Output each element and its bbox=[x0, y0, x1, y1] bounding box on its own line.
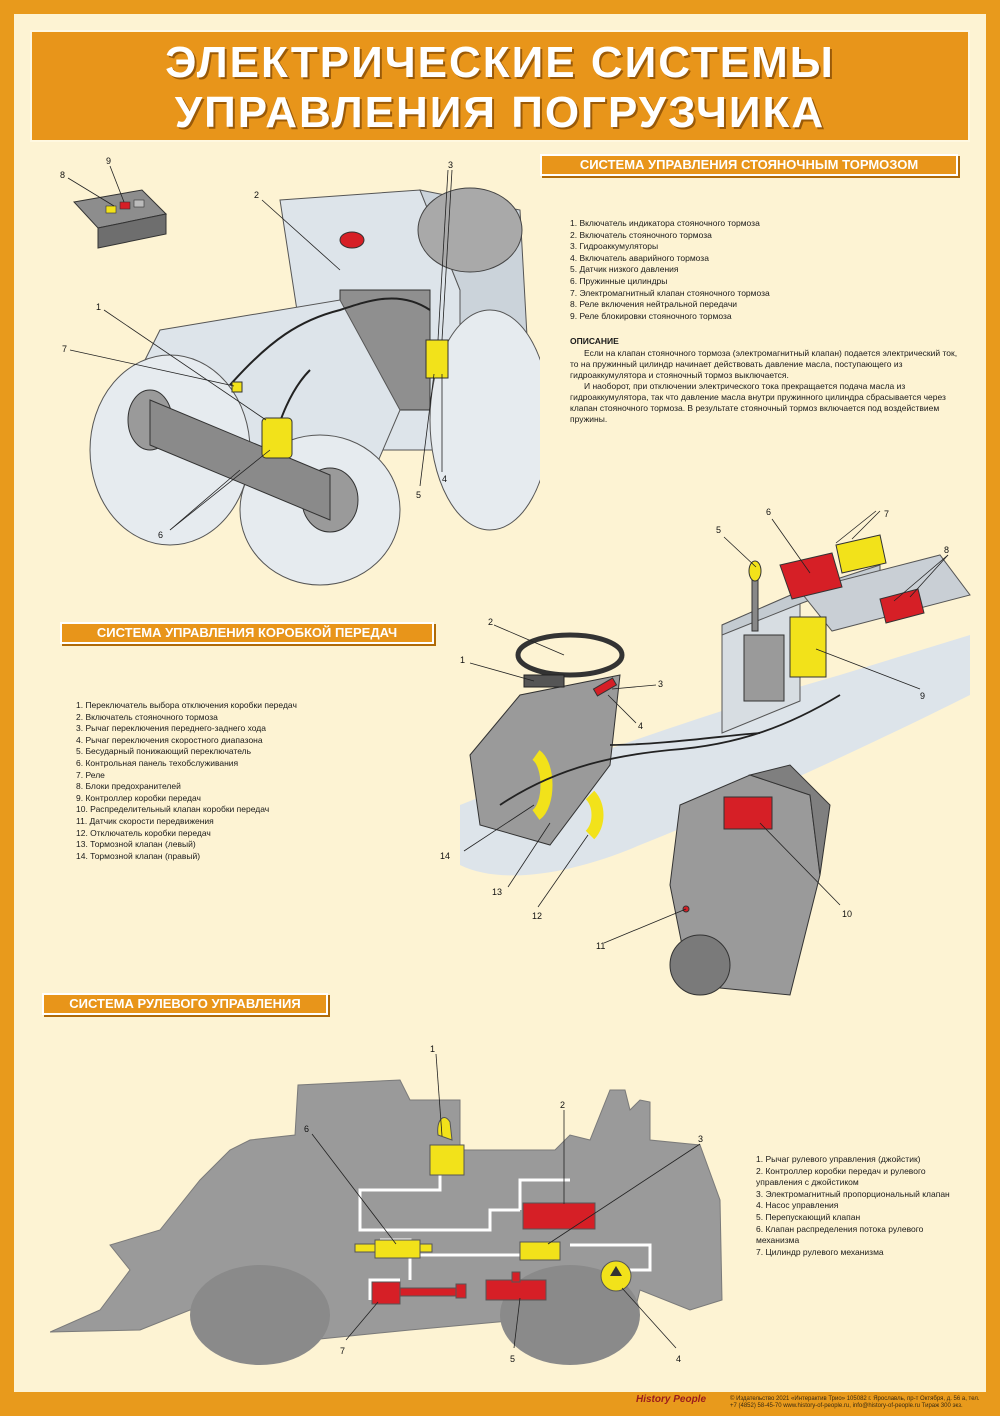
title-line-1: ЭЛЕКТРИЧЕСКИЕ СИСТЕМЫ bbox=[165, 38, 835, 87]
legend-item: 5. Бесударный понижающий переключатель bbox=[76, 746, 252, 757]
transmission-diagram: 1 2 3 4 5 6 7 8 9 10 11 12 13 14 bbox=[440, 507, 971, 996]
callout-9: 9 bbox=[920, 691, 925, 701]
steering-legend: 1. Рычаг рулевого управления (джойстик) … bbox=[756, 1154, 966, 1258]
parking-brake-diagram: 8 9 2 3 1 7 5 4 6 bbox=[60, 156, 540, 586]
description-paragraph: Если на клапан стояночного тормоза (элек… bbox=[570, 348, 958, 380]
legend-item: 6. Пружинные цилиндры bbox=[570, 275, 668, 286]
legend-item: 2. Включатель стояночного тормоза bbox=[570, 229, 712, 240]
legend-item: 1. Переключатель выбора отключения короб… bbox=[76, 700, 297, 710]
highlighted-components bbox=[231, 231, 449, 459]
callout-5: 5 bbox=[716, 525, 721, 535]
callout-9: 9 bbox=[106, 156, 111, 166]
legend-item: 6. Контрольная панель техобслуживания bbox=[76, 757, 239, 768]
publisher-imprint: © Издательство 2021 «Интерактив Трио» 10… bbox=[730, 1396, 980, 1409]
callout-1: 1 bbox=[460, 655, 465, 665]
callout-4: 4 bbox=[442, 474, 447, 484]
publisher-logo: History People bbox=[636, 1394, 707, 1405]
legend-item: 3. Рычаг переключения переднего-заднего … bbox=[76, 723, 266, 734]
callout-4: 4 bbox=[638, 721, 643, 731]
description-paragraph: И наоборот, при отключении электрическог… bbox=[570, 381, 946, 424]
control-console bbox=[721, 534, 971, 734]
parking-brake-description: ОПИСАНИЕ Если на клапан стояночного торм… bbox=[570, 336, 962, 425]
legend-item: 4. Рычаг переключения скоростного диапаз… bbox=[76, 734, 263, 745]
parking-brake-heading: СИСТЕМА УПРАВЛЕНИЯ СТОЯНОЧНЫМ ТОРМОЗОМ bbox=[540, 154, 958, 176]
steering-heading: СИСТЕМА РУЛЕВОГО УПРАВЛЕНИЯ bbox=[42, 993, 328, 1015]
callout-12: 12 bbox=[532, 911, 542, 921]
legend-item: 2. Включатель стояночного тормоза bbox=[76, 711, 218, 722]
legend-item: 8. Реле включения нейтральной передачи bbox=[570, 299, 737, 310]
callout-13: 13 bbox=[492, 887, 502, 897]
legend-item: 5. Датчик низкого давления bbox=[570, 264, 679, 275]
title-line-2: УПРАВЛЕНИЯ ПОГРУЗЧИКА bbox=[174, 88, 826, 137]
callout-7: 7 bbox=[340, 1346, 345, 1356]
legend-item: 4. Включатель аварийного тормоза bbox=[570, 252, 709, 263]
legend-item: 5. Перепускающий клапан bbox=[756, 1211, 861, 1222]
legend-item: 3. Гидроаккумуляторы bbox=[570, 241, 659, 252]
callout-6: 6 bbox=[766, 507, 771, 517]
callout-1: 1 bbox=[430, 1044, 435, 1054]
callout-8: 8 bbox=[60, 170, 65, 180]
legend-item: 7. Реле bbox=[76, 769, 105, 780]
callout-2: 2 bbox=[254, 190, 259, 200]
legend-item: 9. Контроллер коробки передач bbox=[76, 792, 201, 803]
legend-item: 2. Контроллер коробки передач и рулевого… bbox=[756, 1165, 926, 1188]
transmission-legend: 1. Переключатель выбора отключения короб… bbox=[76, 700, 297, 862]
callout-3: 3 bbox=[448, 160, 453, 170]
legend-item: 7. Цилиндр рулевого механизма bbox=[756, 1246, 884, 1257]
callout-7: 7 bbox=[62, 344, 67, 354]
loader-front bbox=[89, 299, 540, 586]
steering-diagram: 1 2 3 4 5 6 7 bbox=[50, 1044, 723, 1365]
legend-item: 6. Клапан распределения потока рулевого … bbox=[756, 1223, 924, 1246]
steering-column bbox=[469, 632, 625, 846]
callout-1: 1 bbox=[96, 302, 101, 312]
legend-item: 1. Рычаг рулевого управления (джойстик) bbox=[756, 1154, 921, 1164]
callout-6: 6 bbox=[304, 1124, 309, 1134]
callout-8: 8 bbox=[944, 545, 949, 555]
transmission-heading: СИСТЕМА УПРАВЛЕНИЯ КОРОБКОЙ ПЕРЕДАЧ bbox=[60, 622, 434, 644]
title-banner: ЭЛЕКТРИЧЕСКИЕ СИСТЕМЫ УПРАВЛЕНИЯ ПОГРУЗЧ… bbox=[30, 30, 970, 142]
callout-7: 7 bbox=[884, 509, 889, 519]
callout-3: 3 bbox=[658, 679, 663, 689]
legend-item: 4. Насос управления bbox=[756, 1200, 839, 1211]
footer: History People © Издательство 2021 «Инте… bbox=[480, 1394, 990, 1410]
legend-item: 13. Тормозной клапан (левый) bbox=[76, 839, 196, 850]
callout-11: 11 bbox=[596, 941, 605, 951]
transmission-block bbox=[669, 764, 831, 996]
legend-item: 3. Электромагнитный пропорциональный кла… bbox=[756, 1188, 950, 1199]
parking-brake-legend: 1. Включатель индикатора стояночного тор… bbox=[570, 218, 770, 322]
legend-item: 9. Реле блокировки стояночного тормоза bbox=[570, 310, 732, 321]
legend-item: 14. Тормозной клапан (правый) bbox=[76, 850, 201, 861]
legend-item: 10. Распределительный клапан коробки пер… bbox=[76, 804, 270, 815]
callout-5: 5 bbox=[416, 490, 421, 500]
callout-4: 4 bbox=[676, 1354, 681, 1364]
legend-item: 7. Электромагнитный клапан стояночного т… bbox=[570, 287, 770, 298]
callout-6: 6 bbox=[158, 530, 163, 540]
relay-block bbox=[73, 189, 168, 249]
callout-2: 2 bbox=[560, 1100, 565, 1110]
callout-3: 3 bbox=[698, 1134, 703, 1144]
legend-item: 12. Отключатель коробки передач bbox=[76, 827, 211, 838]
legend-item: 8. Блоки предохранителей bbox=[76, 781, 181, 792]
callout-14: 14 bbox=[440, 851, 450, 861]
legend-item: 11. Датчик скорости передвижения bbox=[76, 815, 214, 826]
callout-2: 2 bbox=[488, 617, 493, 627]
callout-5: 5 bbox=[510, 1354, 515, 1364]
steering-components bbox=[354, 1117, 632, 1305]
callout-10: 10 bbox=[842, 909, 852, 919]
legend-item: 1. Включатель индикатора стояночного тор… bbox=[570, 218, 760, 228]
description-title: ОПИСАНИЕ bbox=[570, 336, 619, 346]
